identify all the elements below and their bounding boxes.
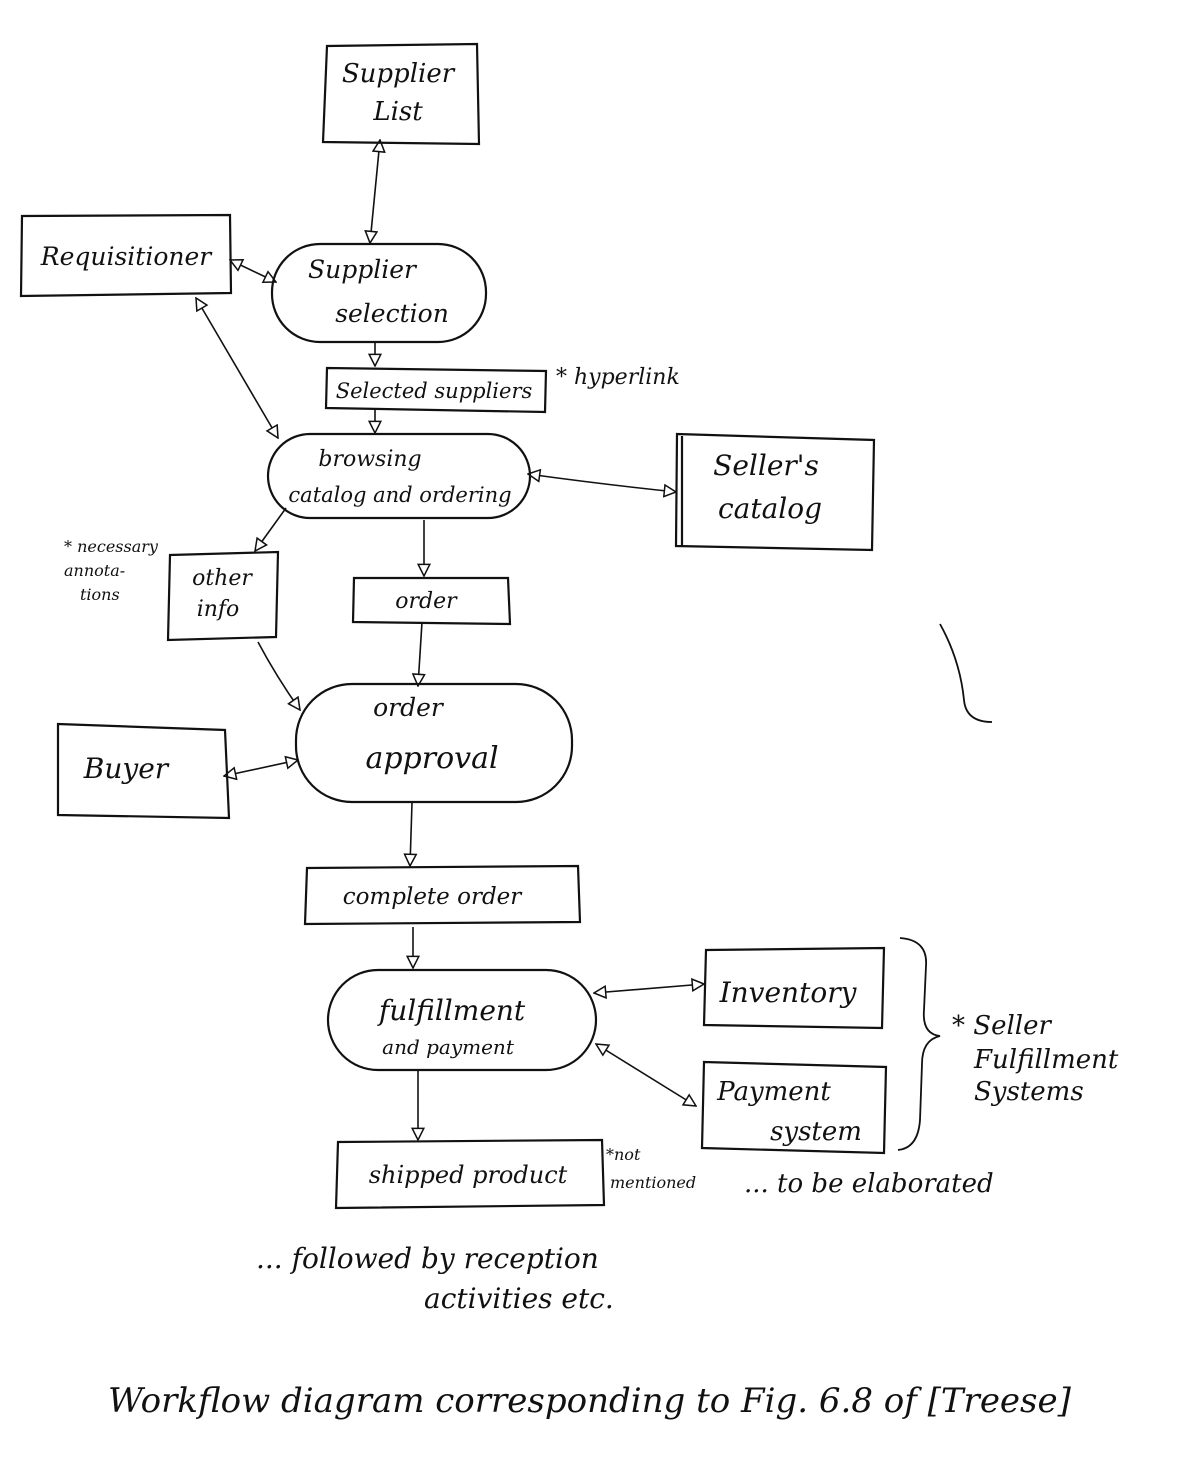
edge-requisitioner-selection [230, 260, 276, 282]
diagram-caption: Workflow diagram corresponding to Fig. 6… [108, 1381, 1072, 1421]
edge-browsing-sellers-catalog [528, 474, 676, 492]
note-seller-fulfillment-line2: Fulfillment [973, 1045, 1119, 1075]
node-browsing: browsing catalog and ordering [266, 432, 532, 520]
node-shipped-product: shipped product [334, 1138, 606, 1210]
seller-fulfillment-brace [897, 937, 941, 1151]
note-seller-fulfillment-line3: Systems [974, 1077, 1084, 1107]
edge-fulfillment-inventory [594, 984, 704, 993]
order-label: order [395, 589, 458, 614]
edge-approval-complete-order [410, 802, 412, 866]
edges [196, 140, 704, 1140]
note-annotations-line2: annota- [64, 561, 125, 580]
sellers-catalog-label-line1: Seller's [713, 449, 819, 482]
node-order: order [351, 576, 512, 626]
complete-order-label: complete order [343, 884, 524, 910]
node-buyer: Buyer [56, 722, 231, 820]
note-not-mentioned-line2: mentioned [610, 1173, 696, 1192]
edge-supplier-list-selection [370, 140, 380, 243]
node-other-info: other info [166, 550, 280, 642]
stray-pen-stroke [939, 623, 993, 723]
node-complete-order: complete order [303, 864, 582, 926]
node-order-approval: order approval [294, 682, 574, 804]
selected-suppliers-label: Selected suppliers [336, 379, 533, 403]
note-seller-fulfillment: * Seller Fulfillment Systems [952, 1011, 1119, 1107]
note-to-be-elaborated: ... to be elaborated [744, 1169, 994, 1199]
node-inventory: Inventory [702, 946, 886, 1030]
other-info-label-line1: other [192, 566, 253, 591]
order-approval-label-line2: approval [365, 741, 498, 776]
note-followed-by-line2: activities etc. [424, 1282, 614, 1315]
payment-system-label-line1: Payment [716, 1077, 831, 1107]
edge-order-approval [418, 621, 422, 686]
node-requisitioner: Requisitioner [19, 213, 233, 298]
fulfillment-label-line1: fulfillment [377, 994, 526, 1027]
node-supplier-selection: Supplier selection [270, 242, 488, 344]
sellers-catalog-label-line2: catalog [718, 492, 822, 525]
order-approval-label-line1: order [373, 693, 445, 722]
note-followed-by-line1: ... followed by reception [256, 1242, 599, 1275]
fulfillment-label-line2: and payment [382, 1035, 515, 1059]
browsing-label-line2: catalog and ordering [288, 483, 511, 507]
inventory-label: Inventory [719, 976, 858, 1009]
buyer-label: Buyer [83, 752, 170, 785]
edge-buyer-approval [224, 760, 298, 776]
edge-requisitioner-browsing [196, 298, 278, 438]
edge-other-info-approval [257, 641, 300, 710]
node-fulfillment: fulfillment and payment [326, 968, 598, 1072]
supplier-list-label-line1: Supplier [342, 59, 456, 89]
browsing-label-line1: browsing [318, 447, 421, 472]
note-not-mentioned-line1: *not [606, 1145, 641, 1164]
note-not-mentioned: *not mentioned [606, 1145, 696, 1192]
requisitioner-label: Requisitioner [40, 242, 214, 271]
note-annotations-line1: * necessary [64, 537, 159, 556]
supplier-list-label-line2: List [372, 97, 423, 127]
supplier-selection-label-line2: selection [335, 299, 449, 328]
edge-browsing-other-info [255, 507, 287, 551]
edge-fulfillment-payment [596, 1044, 696, 1106]
node-selected-suppliers: Selected suppliers [324, 366, 548, 414]
node-payment-system: Payment system [700, 1060, 888, 1155]
note-annotations-line3: tions [80, 585, 120, 604]
payment-system-label-line2: system [770, 1117, 862, 1147]
supplier-selection-label-line1: Supplier [308, 255, 418, 284]
note-seller-fulfillment-line1: * Seller [952, 1011, 1052, 1041]
note-annotations: * necessary annota- tions [64, 537, 159, 604]
note-hyperlink: * hyperlink [556, 365, 680, 390]
note-followed-by: ... followed by reception activities etc… [256, 1242, 614, 1315]
node-sellers-catalog: Seller's catalog [674, 432, 876, 552]
node-supplier-list: Supplier List [321, 42, 481, 146]
other-info-label-line2: info [197, 597, 240, 622]
shipped-product-label: shipped product [369, 1161, 568, 1189]
